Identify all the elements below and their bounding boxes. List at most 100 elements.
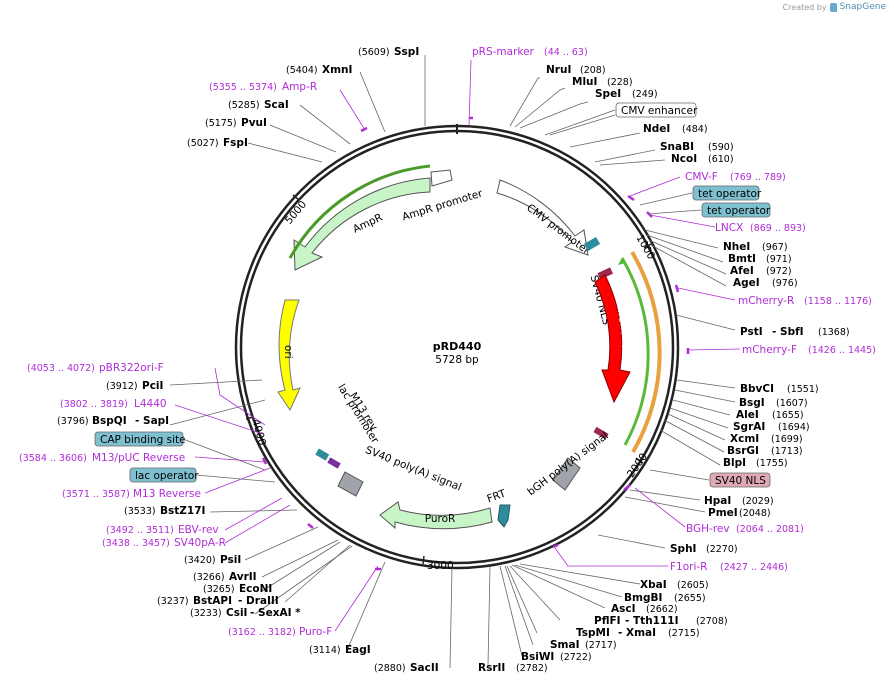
enzyme-snabi[interactable]: SnaBI — [660, 141, 694, 153]
svg-text:(3237): (3237) — [157, 596, 189, 607]
primer-amp-r[interactable]: Amp-R — [282, 81, 317, 93]
enzyme-ncoi[interactable]: NcoI — [671, 153, 697, 165]
primer-puro-f[interactable]: Puro-F — [299, 626, 332, 638]
ampr-feature[interactable] — [293, 177, 431, 271]
lac-operator-box[interactable]: lac operator — [129, 467, 276, 483]
tet-operator-box-1[interactable]: tet operator — [639, 185, 762, 206]
enzyme-bbvci[interactable]: BbvCI — [740, 383, 774, 395]
enzyme-bsrgi[interactable]: BsrGI — [727, 445, 759, 457]
enzyme-bstz17i[interactable]: BstZ17I — [160, 505, 205, 517]
primer-lncx[interactable]: LNCX — [715, 222, 743, 234]
enzyme-sacii[interactable]: SacII — [410, 662, 439, 674]
enzyme-bstapi[interactable]: BstAPI — [193, 595, 232, 607]
enzyme-rsrii[interactable]: RsrII — [478, 662, 505, 674]
primer-m13-reverse[interactable]: M13 Reverse — [133, 488, 201, 500]
enzyme-scai[interactable]: ScaI — [264, 99, 289, 111]
ori-feature[interactable] — [277, 299, 301, 412]
enzyme-xmni[interactable]: XmnI — [322, 64, 352, 76]
enzyme-bspqi[interactable]: BspQI — [92, 415, 127, 427]
enzyme-asci[interactable]: AscI — [611, 603, 636, 615]
enzyme-fspi[interactable]: FspI — [223, 137, 248, 149]
svg-text:CMV enhancer: CMV enhancer — [621, 105, 698, 117]
enzyme-pvui[interactable]: PvuI — [241, 117, 267, 129]
enzyme-sgrai[interactable]: SgrAI — [733, 421, 765, 433]
primer-mcherry-r[interactable]: mCherry-R — [738, 295, 794, 307]
enzyme-psti[interactable]: PstI — [740, 326, 763, 338]
svg-text:(967): (967) — [762, 242, 788, 253]
plasmid-size: 5728 bp — [435, 354, 479, 366]
primer-cmv-f[interactable]: CMV-F — [685, 171, 718, 183]
primer-prs-marker[interactable]: pRS-marker — [472, 46, 535, 58]
cmv-promoter-feature[interactable] — [496, 179, 589, 256]
enzyme-mlui[interactable]: MluI — [572, 76, 597, 88]
enzyme-sspi[interactable]: SspI — [394, 46, 419, 58]
enzyme-nrui[interactable]: NruI — [546, 64, 571, 76]
enzyme-pflfi[interactable]: PflFI — [594, 615, 621, 627]
svg-text:(249): (249) — [632, 89, 658, 100]
svg-text:(3438 .. 3457): (3438 .. 3457) — [102, 538, 170, 549]
primer-m13-puc-reverse[interactable]: M13/pUC Reverse — [92, 452, 185, 464]
primer-sv40pa-r[interactable]: SV40pA-R — [174, 537, 226, 549]
credit-text: Created by — [782, 2, 827, 12]
tet-operator-box-2[interactable]: tet operator — [647, 202, 771, 218]
enzyme-afei[interactable]: AfeI — [730, 265, 754, 277]
svg-text:(2048): (2048) — [739, 508, 771, 519]
tet-operator-mark[interactable] — [583, 237, 601, 251]
enzyme-sphi[interactable]: SphI — [670, 543, 696, 555]
svg-text:3000: 3000 — [427, 560, 454, 572]
enzyme-spei[interactable]: SpeI — [595, 88, 621, 100]
enzyme-avrii[interactable]: AvrII — [229, 571, 257, 583]
lac-operator-mark[interactable] — [315, 448, 330, 461]
credit-brand: SnapGene — [839, 2, 886, 12]
enzyme-bmti[interactable]: BmtI — [728, 253, 756, 265]
leader-lines — [169, 55, 736, 669]
primer-bgh-rev[interactable]: BGH-rev — [686, 523, 730, 535]
enzyme-hpai[interactable]: HpaI — [704, 495, 731, 507]
enzyme-ndei[interactable]: NdeI — [643, 123, 670, 135]
enzyme-blpi[interactable]: BlpI — [723, 457, 746, 469]
sv40-nls-box[interactable]: SV40 NLS — [649, 469, 771, 488]
enzyme-psii[interactable]: PsiI — [220, 554, 241, 566]
frt-feature[interactable] — [497, 504, 511, 528]
cmv-promoter-label: CMV promoter — [524, 202, 592, 258]
enzyme-pmei[interactable]: PmeI — [708, 507, 738, 519]
cap-binding-site-box[interactable]: CAP binding site — [94, 431, 266, 471]
enzyme-csii[interactable]: CsiI — [226, 607, 247, 619]
primer-ebv-rev[interactable]: EBV-rev — [178, 524, 219, 536]
bgh-polya-feature[interactable] — [552, 457, 581, 491]
primer-f1ori-r[interactable]: F1ori-R — [670, 561, 707, 573]
svg-text:L4440[interactable]: L4440 — [134, 398, 167, 410]
primer-mcherry-f[interactable]: mCherry-F — [742, 344, 797, 356]
svg-text:(2782): (2782) — [516, 663, 548, 674]
svg-text:(869 .. 893): (869 .. 893) — [750, 223, 806, 234]
sv40-nls-mark[interactable] — [597, 267, 614, 280]
svg-text:(3584 .. 3606): (3584 .. 3606) — [19, 453, 87, 464]
enzyme-pcii[interactable]: PciI — [142, 380, 163, 392]
enzyme-bsiwi[interactable]: BsiWI — [521, 651, 554, 663]
enzyme-smai[interactable]: SmaI — [550, 639, 580, 651]
enzyme-xbai[interactable]: XbaI — [640, 579, 667, 591]
ampr-green-track — [288, 164, 431, 259]
enzyme-tspmi[interactable]: TspMI — [576, 627, 610, 639]
m13-rev-mark[interactable] — [327, 457, 341, 469]
enzyme-bmgbi[interactable]: BmgBI — [624, 592, 662, 604]
enzyme-alei[interactable]: AleI — [736, 409, 759, 421]
puror-feature[interactable] — [379, 501, 493, 530]
sv40-nls-mark-2[interactable] — [593, 426, 609, 440]
mcherry-feature[interactable] — [594, 274, 631, 404]
svg-text:- DraIII: - DraIII — [238, 595, 279, 607]
svg-text:(3571 .. 3587): (3571 .. 3587) — [62, 489, 130, 500]
ampr-promoter-feature[interactable] — [430, 169, 453, 187]
enzyme-eagi[interactable]: EagI — [345, 644, 371, 656]
cmv-enhancer-box[interactable]: CMV enhancer — [544, 102, 698, 136]
enzyme-nhei[interactable]: NheI — [723, 241, 750, 253]
sv40-polya-feature[interactable] — [337, 471, 364, 497]
enzyme-xcmi[interactable]: XcmI — [730, 433, 759, 445]
enzyme-econi[interactable]: EcoNI — [239, 583, 272, 595]
svg-text:(44 .. 63): (44 .. 63) — [544, 47, 588, 58]
svg-text:(3492 .. 3511): (3492 .. 3511) — [106, 525, 174, 536]
green-track-arrow — [618, 258, 626, 265]
primer-pbr322ori-f[interactable]: pBR322ori-F — [99, 362, 164, 374]
enzyme-agei[interactable]: AgeI — [733, 277, 760, 289]
enzyme-bsgi[interactable]: BsgI — [739, 397, 765, 409]
